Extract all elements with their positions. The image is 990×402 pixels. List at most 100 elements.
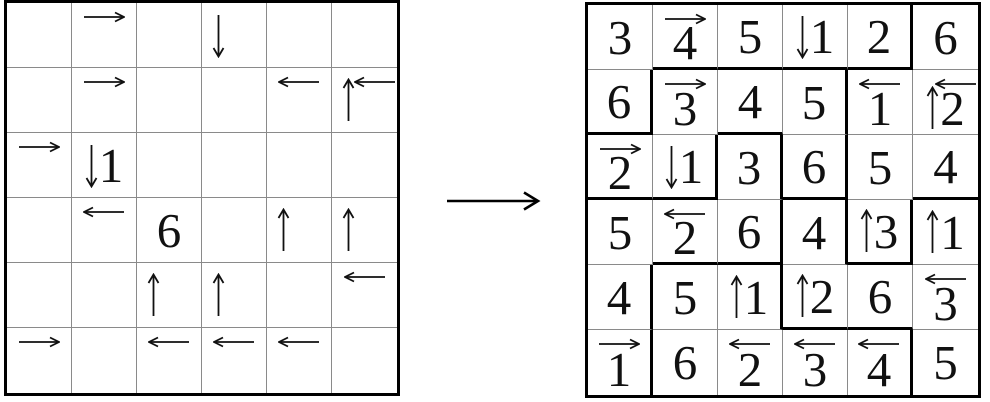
solution-cell-r2c4: 5 [783,70,848,135]
solution-cell-r1c4: 1 [783,5,848,70]
puzzle-cell-r5c3 [137,263,202,328]
cell-content: 1 [718,265,780,329]
solution-cell-r3c3: 3 [718,135,783,200]
cell-content [202,328,266,393]
puzzle-cell-r4c3: 6 [137,198,202,263]
cell-digit: 4 [801,204,827,260]
cell-content: 3 [913,265,978,329]
cell-digit: 3 [873,203,899,259]
transform-arrow-icon [447,191,541,211]
puzzle-cell-r6c5 [267,328,332,393]
arrow-up-icon [277,207,290,253]
cell-content: 4 [653,5,717,67]
puzzle-cell-r6c1 [7,328,72,393]
puzzle-cell-r1c4 [202,3,267,68]
solution-cell-r1c1: 3 [588,5,653,70]
puzzle-cell-r2c2 [72,68,137,133]
cell-digit: 2 [809,268,835,324]
cell-content [332,198,397,262]
cell-content: 2 [588,135,652,197]
cell-content [72,263,136,327]
solution-cell-r3c1: 2 [588,135,653,200]
solution-cell-r3c5: 5 [848,135,913,200]
puzzle-cell-r5c5 [267,263,332,328]
solution-cell-r4c6: 1 [913,200,978,265]
solution-cell-r1c2: 4 [653,5,718,70]
puzzle-cell-r3c6 [332,133,397,198]
cell-content: 6 [848,265,912,327]
cell-digit: 5 [737,8,763,64]
puzzle-cell-r5c6 [332,263,397,328]
cell-digit: 1 [98,137,124,193]
arrow-down-icon [796,14,809,59]
arrow-up-icon [860,208,873,254]
puzzle-cell-r1c1 [7,3,72,68]
puzzle-cell-r3c4 [202,133,267,198]
cell-content: 3 [653,70,717,134]
cell-digit: 6 [156,202,182,258]
arrow-up-icon [342,77,355,123]
cell-content [137,263,201,327]
cell-content: 4 [913,135,978,197]
cell-content [137,3,201,67]
cell-content: 4 [783,200,845,264]
cell-content [202,68,266,132]
solution-cell-r4c5: 3 [848,200,913,265]
puzzle-cell-r2c6 [332,68,397,133]
puzzle-cell-r6c2 [72,328,137,393]
cell-content: 5 [588,200,652,264]
cell-digit: 4 [606,269,632,325]
cell-digit: 3 [672,81,698,136]
cell-digit: 5 [672,269,698,325]
arrow-up-icon [342,207,355,253]
cell-content [137,328,201,393]
arrow-up-icon [926,86,939,131]
cell-digit: 6 [736,203,762,259]
cell-digit: 3 [802,341,828,397]
solution-cell-r5c1: 4 [588,265,653,330]
cell-content [72,68,136,132]
cell-digit: 1 [606,341,632,397]
cell-digit: 3 [736,139,762,195]
cell-digit: 4 [737,73,763,129]
cell-content: 4 [718,70,782,132]
puzzle-cell-r5c2 [72,263,137,328]
solution-cell-r1c6: 6 [913,5,978,70]
cell-content: 2 [783,265,847,327]
arrow-up-icon [926,209,939,255]
cell-content [267,198,331,262]
cell-content [7,68,71,132]
cell-digit: 1 [743,269,769,325]
arrow-down-icon [85,143,98,188]
cell-content [332,3,397,67]
puzzle-cell-r2c4 [202,68,267,133]
solution-cell-r4c2: 2 [653,200,718,265]
cell-content [72,198,136,262]
cell-digit: 2 [607,145,633,200]
puzzle-cell-r1c6 [332,3,397,68]
cell-content: 3 [588,5,652,69]
solution-cell-r5c2: 5 [653,265,718,330]
cell-digit: 5 [801,74,827,130]
cell-content [7,3,71,67]
cell-content [7,133,71,197]
cell-content: 6 [783,135,845,197]
puzzle-cell-r2c5 [267,68,332,133]
cell-content: 1 [913,200,978,264]
puzzle-cell-r6c4 [202,328,267,393]
cell-digit: 6 [672,335,698,390]
solution-cell-r6c3: 2 [718,330,783,395]
cell-content: 2 [653,200,717,262]
cell-content [332,68,397,132]
solution-cell-r4c3: 6 [718,200,783,265]
cell-digit: 3 [933,276,958,331]
cell-digit: 2 [940,81,965,136]
solution-cell-r4c4: 4 [783,200,848,265]
solution-cell-r3c2: 1 [653,135,718,200]
cell-content: 5 [718,5,782,67]
solution-cell-r4c1: 5 [588,200,653,265]
solution-cell-r6c4: 3 [783,330,848,395]
solution-cell-r2c1: 6 [588,70,653,135]
